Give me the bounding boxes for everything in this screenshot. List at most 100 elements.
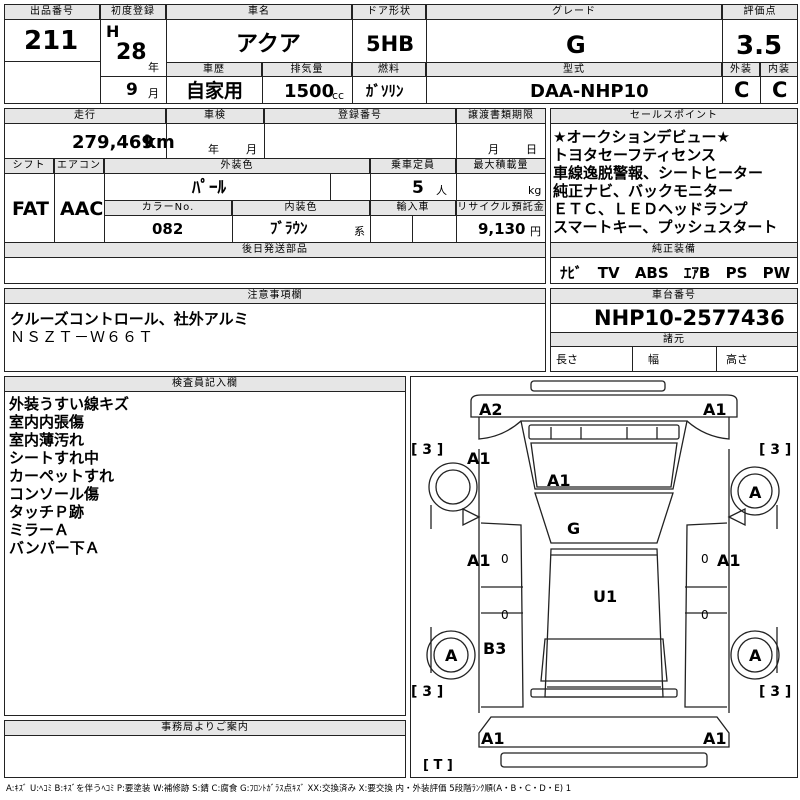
- car-name-label: 車名: [166, 4, 352, 20]
- inspection-month-unit: 月: [246, 143, 257, 156]
- reg-month: 9: [126, 80, 138, 100]
- selling-points-list: ★オークションデビュー★ トヨタセーフティセンス 車線逸脱警報、シートヒーター …: [553, 128, 777, 236]
- recycle-fee: 9,130: [478, 220, 526, 238]
- mark-a2: A2: [479, 400, 503, 419]
- first-reg-label: 初度登録: [100, 4, 166, 20]
- selling-point: ★オークションデビュー★: [553, 128, 730, 146]
- interior-color-unit: 系: [354, 225, 365, 238]
- mark-zero-left: 0: [501, 552, 509, 566]
- exterior-color: ﾊﾟｰﾙ: [192, 178, 226, 198]
- inspector-line: コンソール傷: [9, 485, 100, 503]
- chassis-label: 車台番号: [550, 288, 798, 304]
- inspector-notes: 外装うすい線キズ 室内内張傷 室内薄汚れ シートすれ中 カーペットすれ コンソー…: [9, 395, 129, 557]
- history: 自家用: [186, 80, 244, 102]
- displacement: 1500: [284, 81, 335, 102]
- mark-b3: B3: [483, 639, 507, 658]
- inspector-line: カーペットすれ: [9, 467, 115, 485]
- width-label: 幅: [648, 353, 659, 366]
- color-no: 082: [152, 220, 184, 238]
- shift-label: シフト: [4, 158, 54, 174]
- mark-a-rr-tire: A: [749, 646, 762, 665]
- grade: G: [566, 31, 586, 59]
- exterior-grade: C: [734, 78, 750, 102]
- interior-color: ﾌﾞﾗｳﾝ: [270, 219, 308, 237]
- mileage-label: 走行: [4, 108, 166, 124]
- reg-month-unit: 月: [148, 87, 159, 100]
- note-line: クルーズコントロール、社外アルミ: [10, 310, 249, 328]
- equipment-list: ﾅﾋﾞ TV ABS ｴｱB PS PW: [560, 262, 790, 283]
- inspection-label: 車検: [166, 108, 264, 124]
- inspector-line: 室内内張傷: [9, 413, 85, 431]
- grade-label: グレード: [426, 4, 722, 20]
- notes-label: 注意事項欄: [4, 288, 546, 304]
- equip-item: ｴｱB: [683, 264, 711, 282]
- car-outline: [426, 380, 780, 768]
- door-type: 5HB: [366, 32, 415, 56]
- selling-points-label: セールスポイント: [550, 108, 798, 124]
- import-label: 輸入車: [370, 200, 456, 216]
- history-label: 車歴: [166, 62, 262, 77]
- selling-point: トヨタセーフティセンス: [553, 146, 716, 164]
- interior-label: 内装: [760, 62, 798, 77]
- ac: AAC: [60, 198, 104, 220]
- load-unit: kg: [528, 184, 542, 197]
- mark-a-rl-tire: A: [445, 646, 458, 665]
- equip-item: ABS: [634, 264, 669, 282]
- displacement-unit: cc: [332, 89, 345, 102]
- inspector-line: 室内薄汚れ: [9, 431, 85, 449]
- equip-item: ﾅﾋﾞ: [560, 264, 583, 282]
- interior-grade: C: [772, 78, 788, 102]
- mark-u1: U1: [593, 587, 618, 606]
- car-diagram: A2 A1 [ 3 ] [ 3 ] A1 A1 A G A1 0 0 A1 U1…: [410, 376, 798, 778]
- lot-label: 出品番号: [4, 4, 100, 20]
- mark-fl-3: [ 3 ]: [411, 442, 444, 458]
- inspector-line: シートすれ中: [9, 449, 100, 467]
- inspector-line: ミラーＡ: [9, 521, 70, 539]
- inspector-line: タッチＰ跡: [9, 503, 85, 521]
- office-label: 事務局よりご案内: [4, 720, 406, 736]
- color-no-label: カラーNo.: [104, 200, 232, 216]
- displacement-label: 排気量: [262, 62, 352, 77]
- selling-point: スマートキー、プッシュスタート: [553, 218, 778, 236]
- equip-item: TV: [597, 264, 620, 282]
- inspector-line: バンパー下Ａ: [9, 539, 100, 557]
- inspector-line: 外装うすい線キズ: [9, 395, 130, 413]
- mark-a-fr-tire: A: [749, 483, 762, 502]
- transfer-month-unit: 月: [488, 143, 499, 156]
- mark-rl-3: [ 3 ]: [411, 684, 444, 700]
- mark-a1-front-right: A1: [703, 400, 727, 419]
- mark-a1-rear-right: A1: [703, 729, 727, 748]
- capacity-unit: 人: [436, 184, 447, 197]
- score: 3.5: [736, 31, 783, 61]
- selling-point: 純正ナビ、バックモニター: [553, 182, 734, 200]
- exterior-label: 外装: [722, 62, 760, 77]
- inspector-label: 検査員記入欄: [4, 376, 406, 392]
- interior-color-label: 内装色: [232, 200, 370, 216]
- mark-a1-hood: A1: [547, 471, 571, 490]
- door-label: ドア形状: [352, 4, 426, 20]
- era: H: [106, 22, 120, 41]
- mileage-unit: km: [144, 132, 175, 153]
- notes-text: クルーズコントロール、社外アルミ ＮＳＺＴ－Ｗ６６Ｔ: [10, 310, 249, 346]
- transfer-label: 譲渡書類期限: [456, 108, 546, 124]
- mark-a1-rear-left: A1: [481, 729, 505, 748]
- model-code: DAA-NHP10: [530, 81, 649, 102]
- recycle-unit: 円: [530, 225, 541, 238]
- lot-number: 211: [24, 26, 79, 56]
- reg-no-label: 登録番号: [264, 108, 456, 124]
- legend: A:ｷｽﾞ U:ﾍｺﾐ B:ｷｽﾞを伴うﾍｺﾐ P:要塗装 W:補修跡 S:錆 …: [6, 784, 572, 794]
- dims-label: 諸元: [550, 332, 798, 347]
- selling-point: ＥＴＣ、ＬＥＤヘッドランプ: [553, 200, 748, 218]
- length-label: 長さ: [556, 353, 578, 366]
- mark-rr-3: [ 3 ]: [759, 684, 792, 700]
- height-label: 高さ: [726, 353, 748, 366]
- model-label: 型式: [426, 62, 722, 77]
- ac-label: エアコン: [54, 158, 104, 174]
- mark-zero-right: 0: [701, 552, 709, 566]
- mileage: 279,469: [72, 132, 154, 153]
- car-name: アクア: [236, 32, 301, 57]
- load-label: 最大積載量: [456, 158, 546, 174]
- chassis-number: NHP10-2577436: [594, 306, 785, 330]
- fuel-label: 燃料: [352, 62, 426, 77]
- selling-point: 車線逸脱警報、シートヒーター: [553, 164, 764, 182]
